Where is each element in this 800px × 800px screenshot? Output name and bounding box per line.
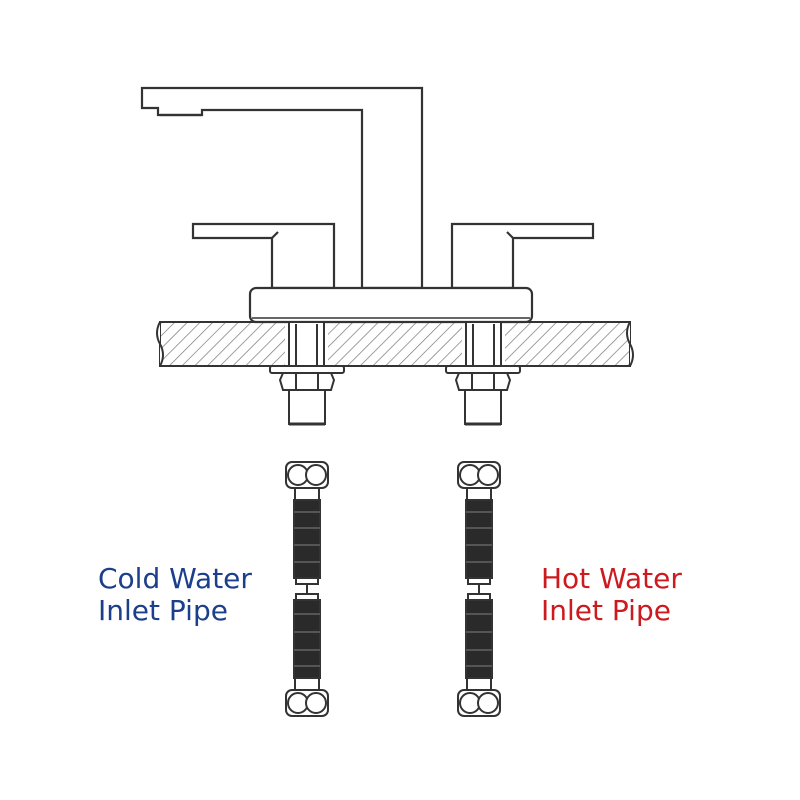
countertop [156,321,634,367]
right-handle [450,222,595,290]
hot-label-line1: Hot Water [541,562,682,595]
faucet-spout [140,86,424,290]
left-handle [191,222,336,290]
faucet-base [248,286,534,324]
cold-label-line2: Inlet Pipe [98,594,228,627]
left-shank [269,321,345,426]
cold-label-line1: Cold Water [98,562,252,595]
hot-label-line2: Inlet Pipe [541,594,671,627]
cold-water-hose [285,461,329,717]
hot-water-label: Hot Water Inlet Pipe [541,563,682,627]
right-shank [445,321,521,426]
cold-water-label: Cold Water Inlet Pipe [98,563,252,627]
hot-water-hose [457,461,501,717]
